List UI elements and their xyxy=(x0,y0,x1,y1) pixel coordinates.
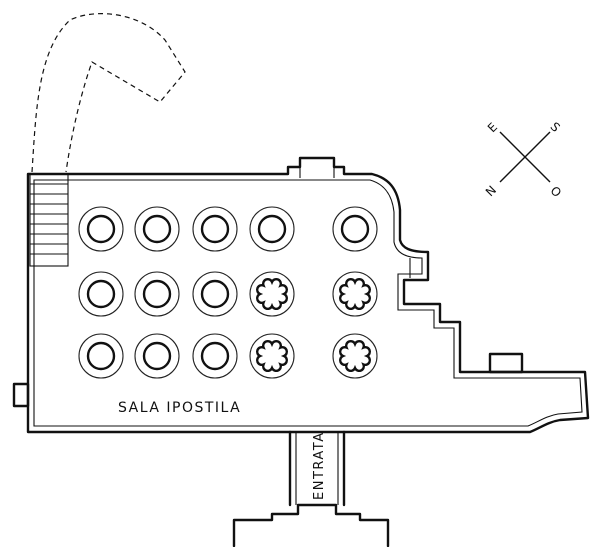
hall-label: SALA IPOSTILA xyxy=(118,400,241,416)
entrance-label: ENTRATA xyxy=(312,431,327,500)
column-shaft xyxy=(142,214,172,244)
column xyxy=(192,206,238,252)
column-base xyxy=(249,206,295,252)
column-base xyxy=(134,206,180,252)
staircase xyxy=(29,173,69,267)
compass-s-label: S xyxy=(548,120,564,136)
column-base xyxy=(249,271,295,317)
column-base xyxy=(332,206,378,252)
column-shaft xyxy=(142,279,172,309)
column-shaft-lobed xyxy=(256,278,288,310)
column xyxy=(332,271,378,317)
column-base xyxy=(134,333,180,379)
column-shaft xyxy=(257,214,287,244)
compass-e-label: E xyxy=(485,119,501,135)
column-base xyxy=(192,333,238,379)
column xyxy=(249,271,295,317)
column xyxy=(134,271,180,317)
column xyxy=(78,271,124,317)
column-shaft xyxy=(86,341,116,371)
columns-group xyxy=(78,206,378,379)
column-shaft xyxy=(200,214,230,244)
column-shaft xyxy=(86,279,116,309)
column xyxy=(249,206,295,252)
column xyxy=(192,271,238,317)
column-base xyxy=(249,333,295,379)
compass-o-label: O xyxy=(548,184,566,202)
column-shaft xyxy=(340,214,370,244)
column xyxy=(332,333,378,379)
entrance-corridor: ENTRATA xyxy=(232,430,390,547)
column-base xyxy=(192,206,238,252)
column-base xyxy=(78,333,124,379)
column-shaft-lobed xyxy=(339,340,371,372)
column-base xyxy=(192,271,238,317)
column-base xyxy=(134,271,180,317)
column-shaft-lobed xyxy=(256,340,288,372)
column-shaft-lobed xyxy=(339,278,371,310)
column xyxy=(192,333,238,379)
column xyxy=(134,333,180,379)
column xyxy=(332,206,378,252)
dashed-corridor xyxy=(31,13,186,173)
column xyxy=(78,333,124,379)
column-base xyxy=(78,271,124,317)
column xyxy=(78,206,124,252)
column-shaft xyxy=(200,341,230,371)
column-shaft xyxy=(200,279,230,309)
column-base xyxy=(332,271,378,317)
compass-rose: E S N O xyxy=(483,119,565,201)
compass-n-label: N xyxy=(483,182,500,199)
building-outline xyxy=(12,156,590,434)
column xyxy=(134,206,180,252)
column-shaft xyxy=(142,341,172,371)
column xyxy=(249,333,295,379)
column-shaft xyxy=(86,214,116,244)
column-base xyxy=(78,206,124,252)
column-base xyxy=(332,333,378,379)
